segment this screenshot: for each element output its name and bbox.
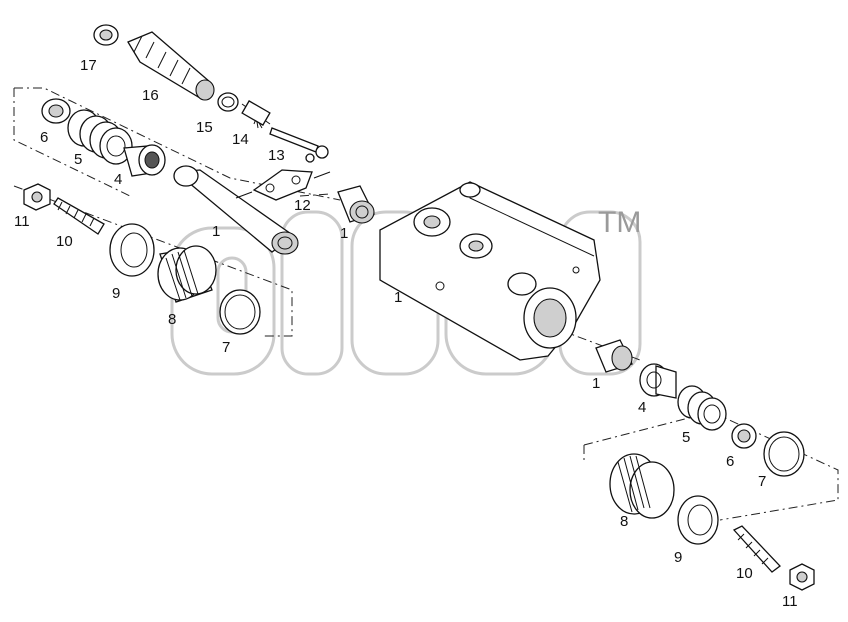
part-17-nut <box>93 24 119 46</box>
label-1-long-sleeve: 1 <box>212 223 220 240</box>
part-7-o-ring-left <box>219 289 261 335</box>
label-8-right: 8 <box>620 513 628 530</box>
part-1-valve-body <box>379 181 601 361</box>
part-9-lock-nut-left <box>109 223 155 277</box>
label-9-left: 9 <box>112 285 120 302</box>
label-1-valve-body: 1 <box>394 289 402 306</box>
label-17: 17 <box>80 57 97 74</box>
part-8-plug-right <box>609 453 675 519</box>
part-11-nut-right <box>789 563 815 591</box>
part-1-sleeve-long <box>173 165 299 255</box>
label-14: 14 <box>232 131 249 148</box>
trademark-text: TM <box>598 206 641 239</box>
part-11-nut-left <box>23 183 51 211</box>
label-6-right: 6 <box>726 453 734 470</box>
label-11-right: 11 <box>782 593 798 610</box>
label-10-right: 10 <box>736 565 753 582</box>
part-10-screw-right <box>732 525 781 573</box>
part-6-washer-right <box>731 423 757 449</box>
part-15-o-ring <box>217 92 239 112</box>
label-7-right: 7 <box>758 473 766 490</box>
label-9-right: 9 <box>674 549 682 566</box>
part-9-lock-nut-right <box>677 495 719 545</box>
part-4-spring-seat-right <box>639 363 677 399</box>
label-4-right: 4 <box>638 399 646 416</box>
label-8-left: 8 <box>168 311 176 328</box>
label-4-left: 4 <box>114 171 122 188</box>
part-6-washer-left <box>41 98 71 124</box>
label-13: 13 <box>268 147 285 164</box>
part-5-spring-right <box>677 385 727 431</box>
label-1-short-sleeve: 1 <box>340 225 348 242</box>
label-6-left: 6 <box>40 129 48 146</box>
part-13-stem <box>269 127 329 163</box>
label-7-left: 7 <box>222 339 230 356</box>
label-11-left: 11 <box>14 213 30 230</box>
part-4-spring-seat-left <box>123 144 166 177</box>
part-number-labels: 17 16 15 14 13 12 6 5 4 11 10 1 1 1 9 8 … <box>14 57 798 610</box>
label-12: 12 <box>294 197 311 214</box>
label-5-left: 5 <box>74 151 82 168</box>
label-10-left: 10 <box>56 233 73 250</box>
part-14-spring <box>241 100 271 129</box>
part-8-plug-left <box>157 245 217 303</box>
part-5-spring-left <box>67 109 133 165</box>
part-1-sleeve-short <box>337 185 375 224</box>
part-1-sleeve-right <box>595 339 633 373</box>
part-12-cover-plate <box>235 169 331 201</box>
part-10-screw-left <box>53 197 105 235</box>
label-15: 15 <box>196 119 213 136</box>
label-1-right-sleeve: 1 <box>592 375 600 392</box>
part-7-o-ring-right <box>763 431 805 477</box>
label-5-right: 5 <box>682 429 690 446</box>
label-16: 16 <box>142 87 159 104</box>
part-16-spool <box>127 31 215 101</box>
